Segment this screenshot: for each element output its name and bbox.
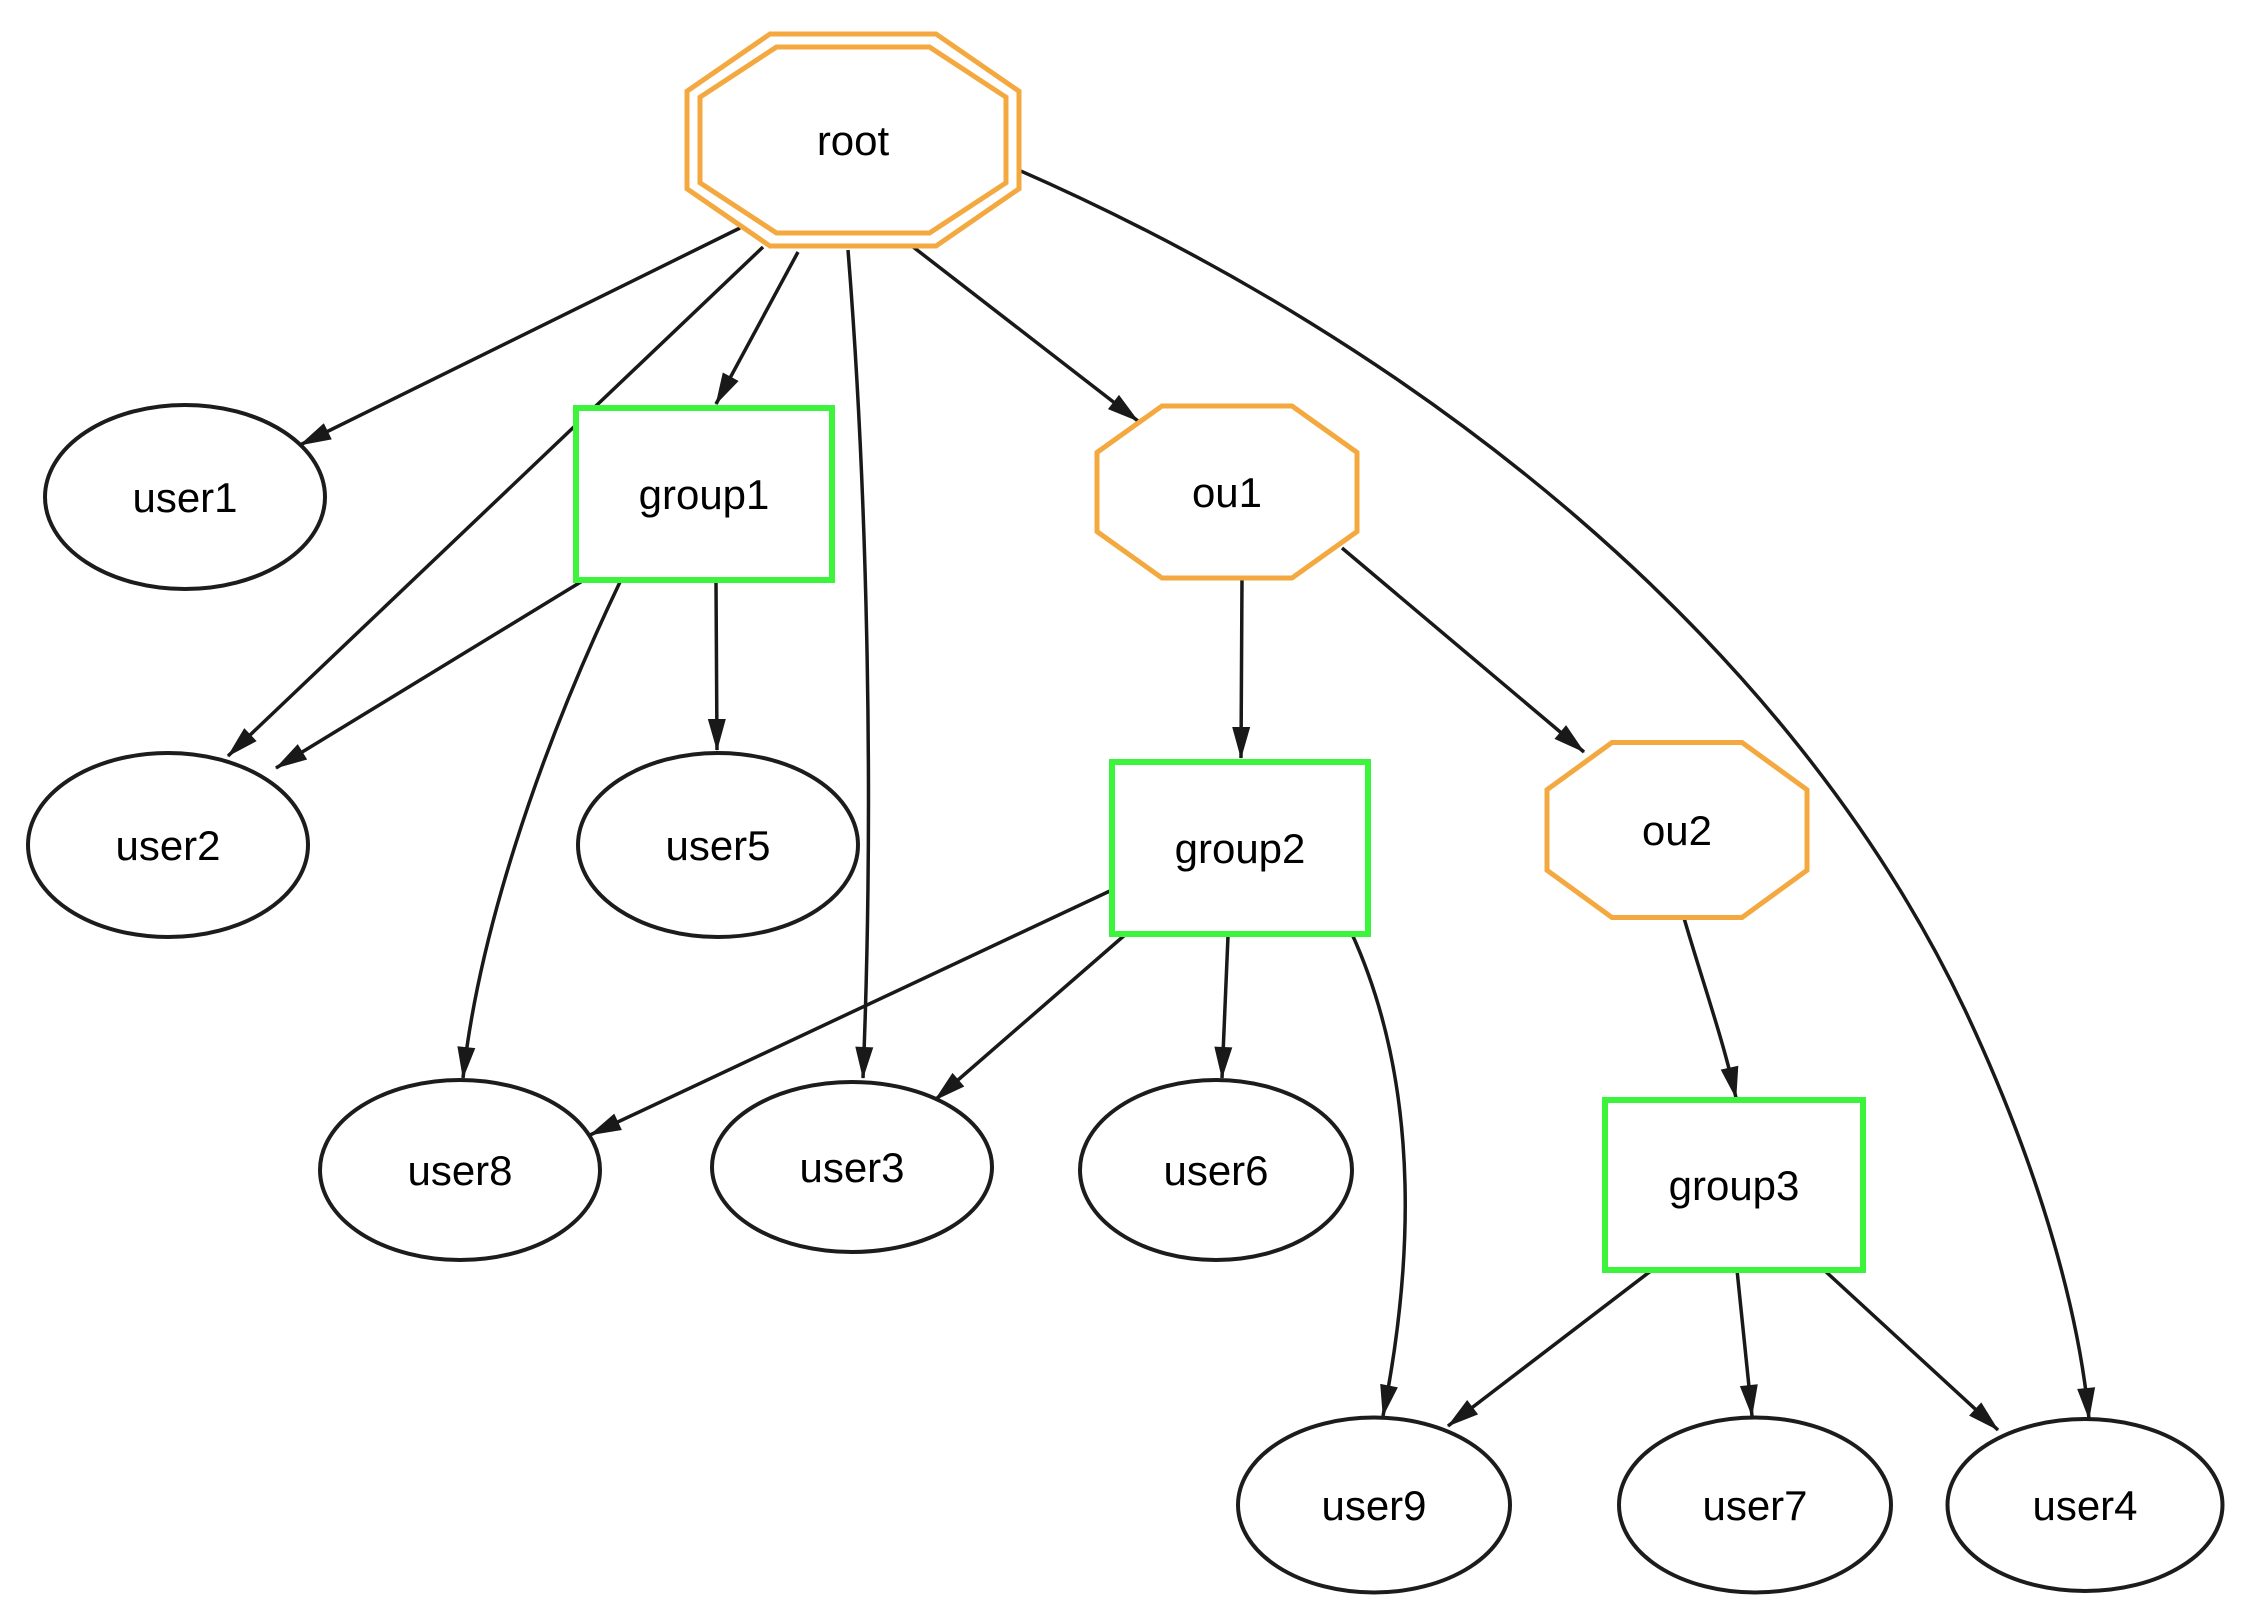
node-label-user8: user8	[407, 1147, 512, 1194]
ellipse-shape	[1945, 1417, 2225, 1593]
node-group3: group3	[1602, 1097, 1866, 1273]
ellipse-shape	[1236, 1415, 1512, 1595]
node-label-group2: group2	[1175, 825, 1306, 872]
ellipse-shape	[1078, 1078, 1354, 1262]
ellipse-shape	[710, 1080, 994, 1254]
doubleoctagon-shape	[697, 44, 1009, 236]
node-ou2: ou2	[1544, 740, 1810, 920]
box-shape	[1109, 759, 1371, 937]
node-user4: user4	[1945, 1417, 2225, 1593]
nodes-layer: root user1 group1 ou1 user2 user5 group2 ou2 use…	[26, 31, 2225, 1595]
ellipse-shape	[1617, 1415, 1893, 1595]
edge-group1-user8	[457, 581, 622, 1079]
box-shape	[573, 405, 835, 583]
node-user6: user6	[1078, 1078, 1354, 1262]
node-label-user2: user2	[115, 822, 220, 869]
node-label-user3: user3	[799, 1144, 904, 1191]
node-group1: group1	[573, 405, 835, 583]
node-label-user5: user5	[665, 822, 770, 869]
octagon-shape	[1544, 740, 1810, 920]
node-label-user9: user9	[1321, 1482, 1426, 1529]
node-label-root: root	[817, 117, 890, 164]
octagon-shape	[1094, 403, 1360, 581]
node-label-user6: user6	[1163, 1147, 1268, 1194]
edge-ou1-ou2	[1340, 546, 1586, 754]
edge-ou2-group3	[1682, 917, 1739, 1099]
edges-layer	[226, 166, 2096, 1432]
ellipse-shape	[576, 751, 860, 939]
node-root: root	[684, 31, 1022, 249]
edge-group3-user7	[1735, 1269, 1758, 1417]
edge-group2-user9	[1350, 933, 1407, 1417]
ellipse-shape	[43, 403, 327, 591]
node-user1: user1	[43, 403, 327, 591]
node-label-group3: group3	[1669, 1162, 1800, 1209]
node-group2: group2	[1109, 759, 1371, 937]
edge-group3-user9	[1446, 1268, 1654, 1428]
box-shape	[1602, 1097, 1866, 1273]
edge-ou1-group2	[1232, 577, 1251, 759]
node-user7: user7	[1617, 1415, 1893, 1595]
ellipse-shape	[318, 1078, 602, 1262]
node-label-group1: group1	[639, 471, 770, 518]
node-user8: user8	[318, 1078, 602, 1262]
edge-root-ou1	[906, 241, 1140, 423]
edge-group2-user3	[933, 932, 1128, 1102]
node-user9: user9	[1236, 1415, 1512, 1595]
edge-group2-user6	[1214, 935, 1233, 1079]
node-label-ou2: ou2	[1642, 807, 1712, 854]
node-label-ou1: ou1	[1192, 469, 1262, 516]
node-user5: user5	[576, 751, 860, 939]
edge-root-user1	[299, 226, 741, 447]
node-label-user1: user1	[132, 474, 237, 521]
edge-group1-user2	[275, 578, 585, 770]
edge-root-user4	[1013, 166, 2096, 1420]
edge-root-user2	[226, 245, 765, 758]
node-ou1: ou1	[1094, 403, 1360, 581]
edge-root-user3	[846, 249, 874, 1079]
edge-group1-user5	[707, 581, 726, 751]
edge-group3-user4	[1822, 1268, 2000, 1432]
ellipse-shape	[26, 751, 310, 939]
node-user3: user3	[710, 1080, 994, 1254]
edge-root-group1	[714, 251, 800, 405]
edge-group2-user8	[589, 888, 1113, 1137]
node-label-user7: user7	[1702, 1482, 1807, 1529]
node-user2: user2	[26, 751, 310, 939]
node-label-user4: user4	[2032, 1482, 2137, 1529]
